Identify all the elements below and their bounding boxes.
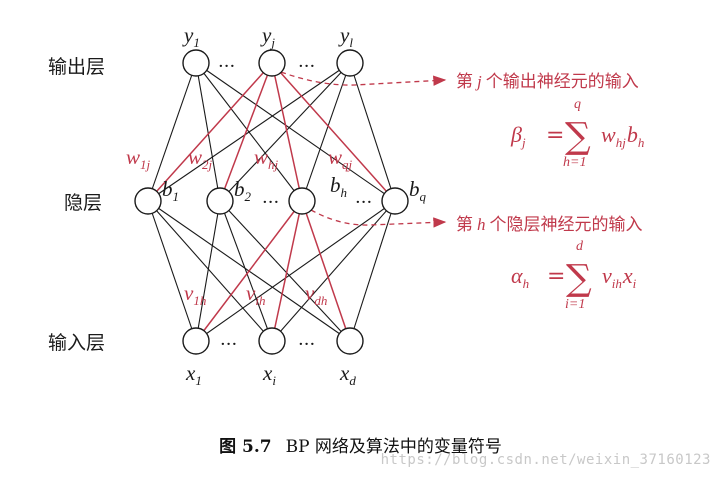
label-b2: b2 bbox=[234, 177, 252, 204]
label-bh: bh bbox=[330, 173, 347, 200]
weight-w2j: w2j bbox=[188, 145, 213, 172]
output-node-y1 bbox=[182, 49, 210, 77]
label-yl: yl bbox=[338, 23, 353, 50]
watermark-url: https://blog.csdn.net/weixin_37160123 bbox=[380, 452, 711, 468]
label-yj: yj bbox=[260, 23, 275, 50]
input-hidden-connections bbox=[147, 200, 396, 342]
hidden-node-b1 bbox=[134, 187, 162, 215]
label-xd: xd bbox=[339, 361, 356, 388]
weight-w1j: w1j bbox=[126, 145, 151, 172]
output-formula-term: whjbh bbox=[601, 122, 644, 150]
label-bq: bq bbox=[409, 177, 427, 204]
weight-wqj: wqj bbox=[328, 145, 353, 172]
output-formula-lhs: βj bbox=[510, 122, 526, 150]
hidden-layer-nodes bbox=[134, 187, 409, 215]
hidden-ellipsis-1: ··· bbox=[262, 192, 279, 213]
weight-vih: vih bbox=[246, 281, 265, 308]
hidden-ellipsis-2: ··· bbox=[355, 192, 372, 213]
input-to-bh-connections bbox=[195, 200, 351, 342]
hidden-formula-lhs: αh bbox=[511, 263, 529, 291]
input-ellipsis-1: ··· bbox=[220, 334, 237, 355]
hidden-annotation-arrow bbox=[310, 209, 447, 228]
input-node-x1 bbox=[182, 327, 210, 355]
hidden-layer-label: 隐层 bbox=[64, 192, 102, 214]
hidden-formula-sigma: ∑ bbox=[566, 258, 592, 299]
figure-caption-text: BP 网络及算法中的变量符号 bbox=[285, 437, 502, 457]
hidden-output-weight-labels: w1j w2j whj wqj bbox=[126, 145, 353, 172]
output-formula-eq: = bbox=[546, 123, 564, 148]
figure-caption: 图 5.7 BP 网络及算法中的变量符号 bbox=[0, 432, 721, 457]
hidden-node-bh bbox=[288, 187, 316, 215]
output-node-yj bbox=[258, 49, 286, 77]
input-hidden-weight-labels: v1h vih vdh bbox=[184, 281, 327, 308]
label-b1: b1 bbox=[162, 177, 179, 204]
output-annotation-arrow bbox=[280, 71, 447, 86]
hidden-formula-term: vihxi bbox=[602, 263, 637, 291]
hidden-node-b2 bbox=[206, 187, 234, 215]
input-layer-nodes bbox=[182, 327, 364, 355]
hidden-output-connections bbox=[147, 62, 396, 202]
output-formula-sum-bottom: h=1 bbox=[563, 155, 586, 170]
output-node-yl bbox=[336, 49, 364, 77]
output-formula-sigma: ∑ bbox=[565, 116, 591, 157]
weight-v1h: v1h bbox=[184, 281, 206, 308]
output-layer-label: 输出层 bbox=[48, 56, 105, 78]
hidden-node-bq bbox=[381, 187, 409, 215]
label-y1: y1 bbox=[182, 23, 200, 50]
label-xi: xi bbox=[262, 361, 276, 388]
hidden-formula-eq: = bbox=[547, 264, 565, 289]
hidden-formula-sum-bottom: i=1 bbox=[565, 297, 585, 312]
weight-whj: whj bbox=[254, 145, 279, 172]
input-node-xd bbox=[336, 327, 364, 355]
figure-number: 图 5.7 bbox=[219, 437, 272, 457]
input-layer-label: 输入层 bbox=[48, 332, 105, 354]
output-layer-nodes bbox=[182, 49, 364, 77]
output-ellipsis-1: ··· bbox=[218, 56, 235, 77]
hidden-formula-sum-top: d bbox=[576, 239, 584, 254]
input-ellipsis-2: ··· bbox=[298, 334, 315, 355]
input-node-xi bbox=[258, 327, 286, 355]
hidden-to-yj-connections bbox=[147, 62, 396, 202]
label-x1: x1 bbox=[185, 361, 202, 388]
output-formula-sum-top: q bbox=[574, 97, 581, 112]
output-ellipsis-2: ··· bbox=[298, 56, 315, 77]
weight-vdh: vdh bbox=[305, 281, 327, 308]
